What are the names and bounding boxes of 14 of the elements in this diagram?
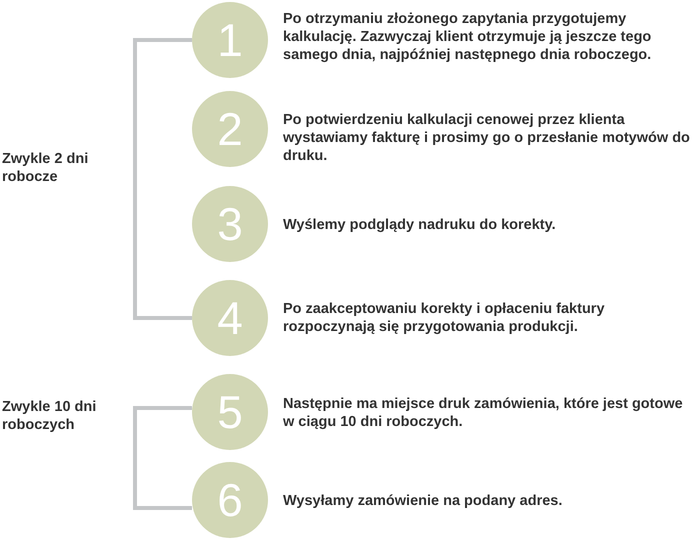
step-number-circle: 2 [192,91,268,167]
step-description: Wysyłamy zamówienie na podany adres. [283,492,564,510]
step-description: Wyślemy podglądy nadruku do korekty. [283,216,557,234]
step-description: Po potwierdzeniu kalkulacji cenowej przez klienta wystawiamy fakturę i prosimy go o przesłanie motywów do druku. [283,111,691,165]
step-number-circle: 6 [192,462,268,538]
step-number-circle: 1 [192,2,268,78]
step-number-circle: 5 [192,374,268,450]
step-description: Po otrzymaniu złożonego zapytania przygotujemy kalkulację. Zazwyczaj klient otrzymuje ją jeszcze tego samego dnia, najpóźniej następnego dnia roboczego. [283,10,652,64]
duration-label: Zwykle 2 dni robocze [2,150,90,186]
step-description: Po zaakceptowaniu korekty i opłaceniu faktury rozpoczynają się przygotowania produkcji. [283,300,606,336]
step-number-circle: 3 [192,186,268,262]
duration-label: Zwykle 10 dni roboczych [2,398,98,434]
step-description: Następnie ma miejsce druk zamówienia, które jest gotowe w ciągu 10 dni roboczych. [283,395,684,431]
step-number-circle: 4 [192,280,268,356]
